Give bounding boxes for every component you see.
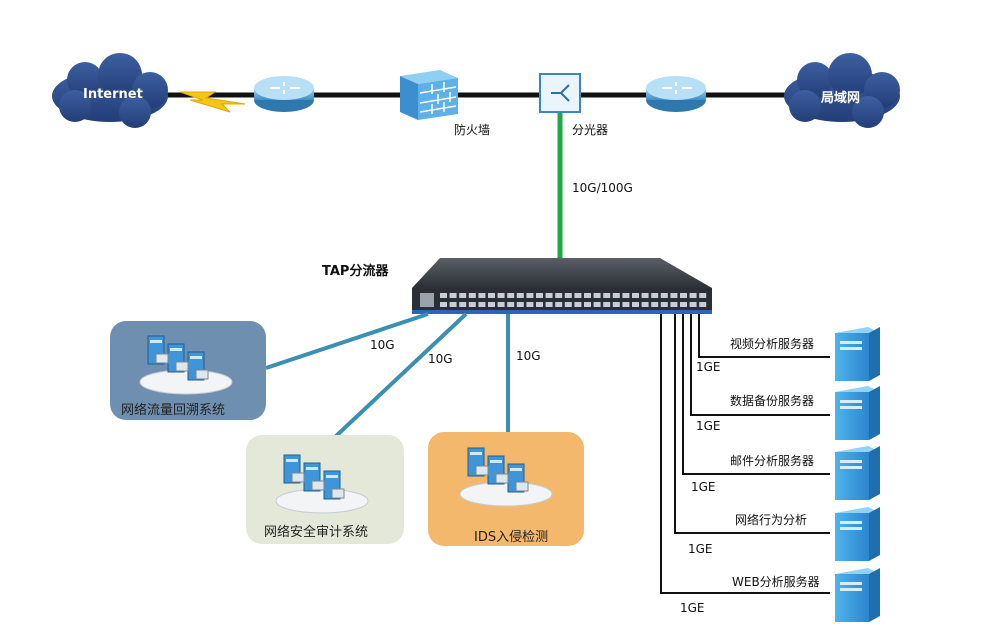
server-speed-label: 1GE <box>696 419 721 433</box>
server-name: 网络行为分析 <box>735 513 808 527</box>
firewall-icon <box>400 70 458 120</box>
firewall-label: 防火墙 <box>454 123 491 137</box>
server-cluster-icon <box>275 454 369 514</box>
server-cluster-icon <box>139 335 233 395</box>
system-links <box>265 312 510 439</box>
internet-label: Internet <box>83 87 143 102</box>
server-speed-label: 1GE <box>680 601 705 615</box>
system-speed-label: 10G <box>516 349 541 363</box>
system-speed-label: 10G <box>370 338 395 352</box>
server-icon <box>835 446 880 500</box>
lan-cloud-icon <box>784 53 900 128</box>
system-name: IDS入侵检测 <box>474 530 549 545</box>
uplink-speed-label: 10G/100G <box>572 181 633 195</box>
server-icon <box>835 568 880 622</box>
server-icon <box>835 327 880 381</box>
splitter-label: 分光器 <box>572 123 609 137</box>
server-icon <box>835 386 880 440</box>
server-speed-label: 1GE <box>696 360 721 374</box>
tap-label: TAP分流器 <box>322 264 389 279</box>
lightning-icon <box>179 91 246 113</box>
server-name: WEB分析服务器 <box>732 575 820 589</box>
system-name: 网络安全审计系统 <box>264 525 369 540</box>
server-name: 邮件分析服务器 <box>730 454 815 468</box>
lan-label: 局域网 <box>821 91 861 106</box>
server-name: 数据备份服务器 <box>730 394 815 408</box>
router-left-icon <box>254 76 314 112</box>
server-links <box>660 314 830 594</box>
router-right-icon <box>646 76 706 112</box>
server-speed-label: 1GE <box>688 542 713 556</box>
server-icon <box>835 507 880 561</box>
system-speed-label: 10G <box>428 352 453 366</box>
system-name: 网络流量回溯系统 <box>121 403 226 418</box>
tap-device-icon <box>412 258 712 314</box>
splitter-icon <box>539 73 581 113</box>
internet-cloud-icon <box>52 53 168 128</box>
server-cluster-icon <box>459 447 553 507</box>
server-speed-label: 1GE <box>691 480 716 494</box>
server-name: 视频分析服务器 <box>730 337 815 351</box>
